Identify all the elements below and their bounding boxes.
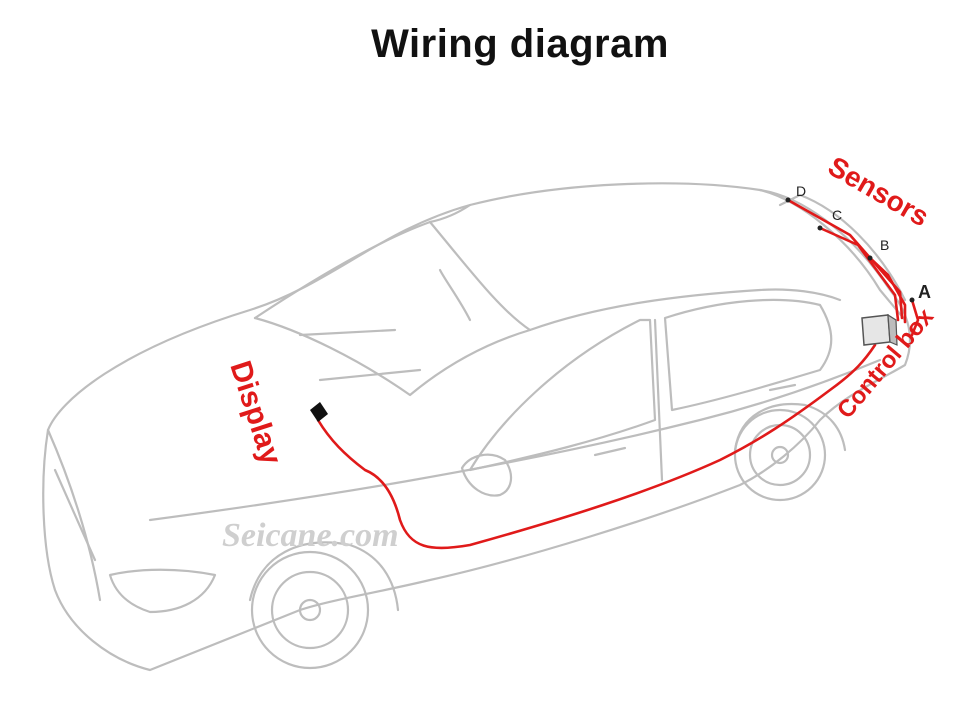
car-headlight bbox=[108, 568, 217, 614]
car-roof-line bbox=[428, 220, 842, 332]
label-display: Display bbox=[223, 357, 287, 469]
wire-display-to-control bbox=[316, 343, 877, 550]
car-side-crease bbox=[148, 358, 882, 522]
sensor-point-c bbox=[817, 225, 823, 231]
display-unit bbox=[310, 402, 328, 422]
car-door-line bbox=[653, 318, 664, 482]
car-front-wheel bbox=[250, 550, 370, 670]
control-box-unit bbox=[861, 313, 898, 346]
car-illustration bbox=[42, 182, 912, 672]
watermark: Seicane.com bbox=[222, 517, 399, 554]
car-rear-bumper bbox=[778, 193, 907, 302]
car-body-outline bbox=[42, 182, 912, 672]
sensor-points bbox=[785, 197, 915, 303]
sensor-label-a: A bbox=[918, 282, 931, 302]
sensor-label-d: D bbox=[796, 183, 806, 199]
car-front-window bbox=[468, 318, 657, 472]
wire-sensor-a bbox=[910, 298, 920, 337]
sensor-label-b: B bbox=[880, 237, 889, 253]
sensor-point-b bbox=[867, 255, 873, 261]
sensor-point-d bbox=[785, 197, 791, 203]
car-rear-wheel bbox=[733, 408, 827, 502]
sensor-label-c: C bbox=[832, 207, 842, 223]
wire-sensor-d bbox=[786, 198, 904, 320]
car-side-mirror bbox=[460, 453, 513, 497]
sensor-point-a bbox=[909, 297, 915, 303]
car-roof-front bbox=[253, 203, 472, 320]
car-grille bbox=[53, 468, 97, 562]
wire-sensor-c bbox=[818, 226, 900, 322]
car-door-handle bbox=[593, 446, 627, 457]
wiring-harness bbox=[316, 198, 920, 550]
car-rear-window bbox=[663, 298, 833, 412]
diagram-title: Wiring diagram bbox=[371, 22, 669, 66]
car-front-bumper bbox=[46, 428, 102, 602]
wire-sensor-b bbox=[868, 256, 907, 324]
car-trunk bbox=[758, 188, 907, 322]
car-windshield bbox=[253, 316, 532, 397]
